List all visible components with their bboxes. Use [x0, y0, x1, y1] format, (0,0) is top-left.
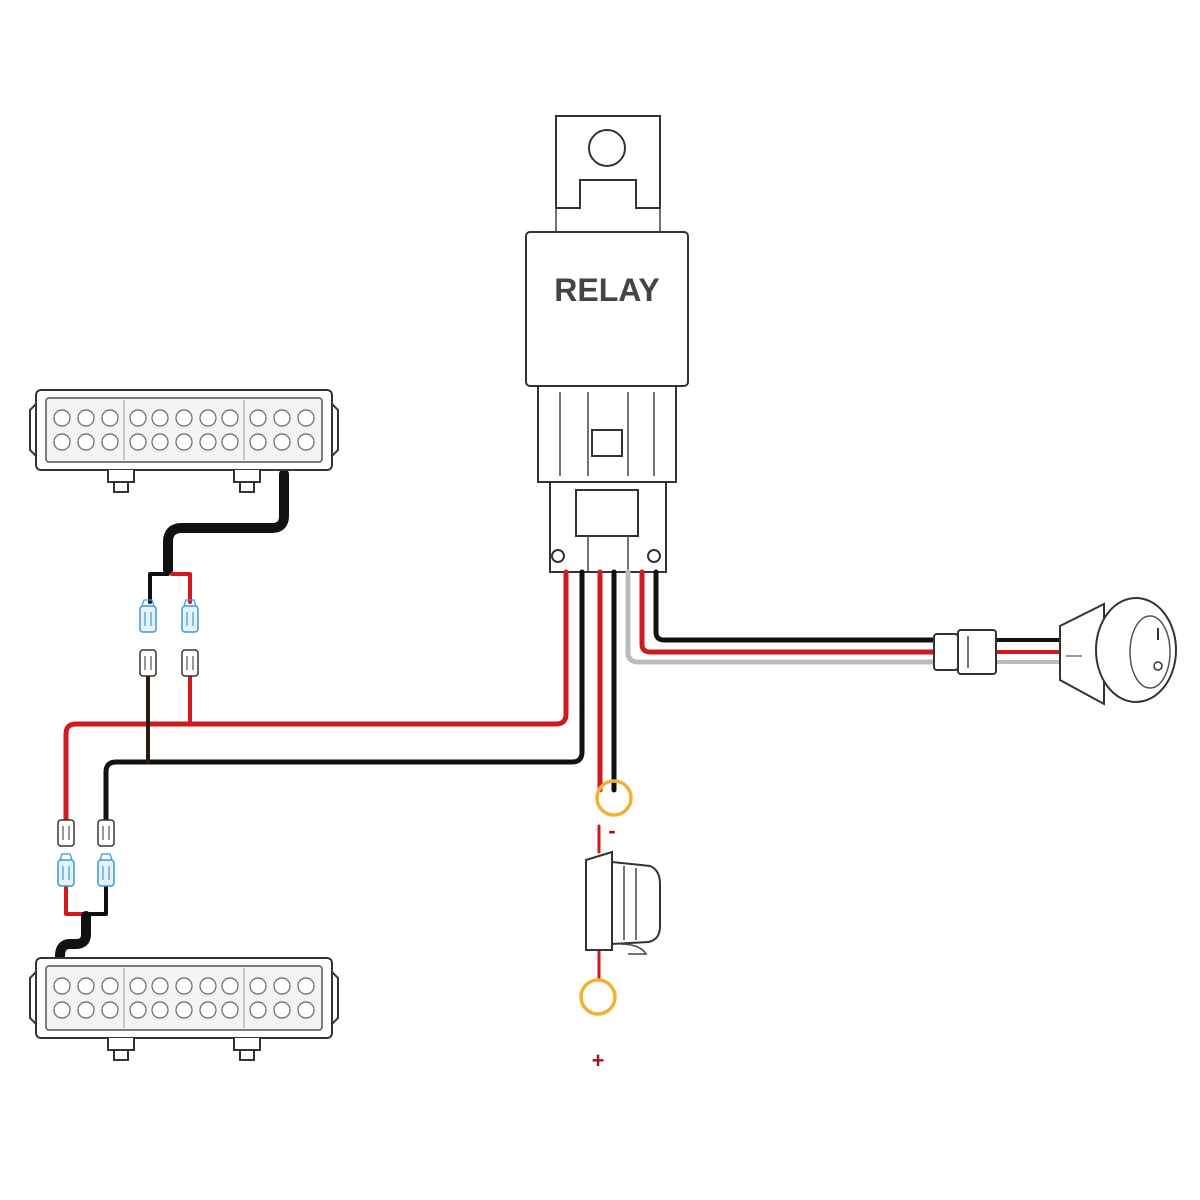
bottom-bar-black-connector-icon — [97, 819, 115, 847]
bottom-bar-black-connector-blue-icon — [97, 853, 115, 887]
bottom-led-light-bar-icon — [29, 957, 339, 1061]
switch-plug-connector-icon — [933, 629, 997, 675]
relay-black-ground-wire — [103, 569, 585, 825]
switch-gray-wire — [625, 569, 939, 665]
negative-ring-terminal-icon — [595, 779, 633, 817]
relay-icon: RELAY — [525, 115, 689, 573]
top-bar-black-connector-blue-icon — [139, 599, 157, 633]
top-led-light-bar-icon — [29, 389, 339, 493]
bottom-bar-red-connector-blue-icon — [57, 853, 75, 887]
top-bar-red-connector-icon — [181, 649, 199, 677]
switch-black-wire — [653, 569, 939, 643]
fuse-holder-icon — [585, 850, 661, 955]
bottom-bar-red-connector-icon — [57, 819, 75, 847]
rocker-switch-icon — [1059, 597, 1177, 706]
battery-negative-label: - — [608, 818, 615, 843]
wiring — [55, 469, 1062, 982]
positive-ring-terminal-icon — [579, 978, 617, 1016]
relay-label: RELAY — [554, 272, 660, 308]
battery-positive-label: + — [592, 1048, 605, 1073]
relay-red-feed-wire — [63, 569, 569, 825]
switch-red-wire — [639, 569, 939, 655]
top-bar-black-connector-icon — [139, 649, 157, 677]
top-bar-harness-wire — [163, 469, 289, 575]
bottom-bar-harness-wire — [55, 911, 91, 971]
top-bar-red-connector-blue-icon — [181, 599, 199, 633]
